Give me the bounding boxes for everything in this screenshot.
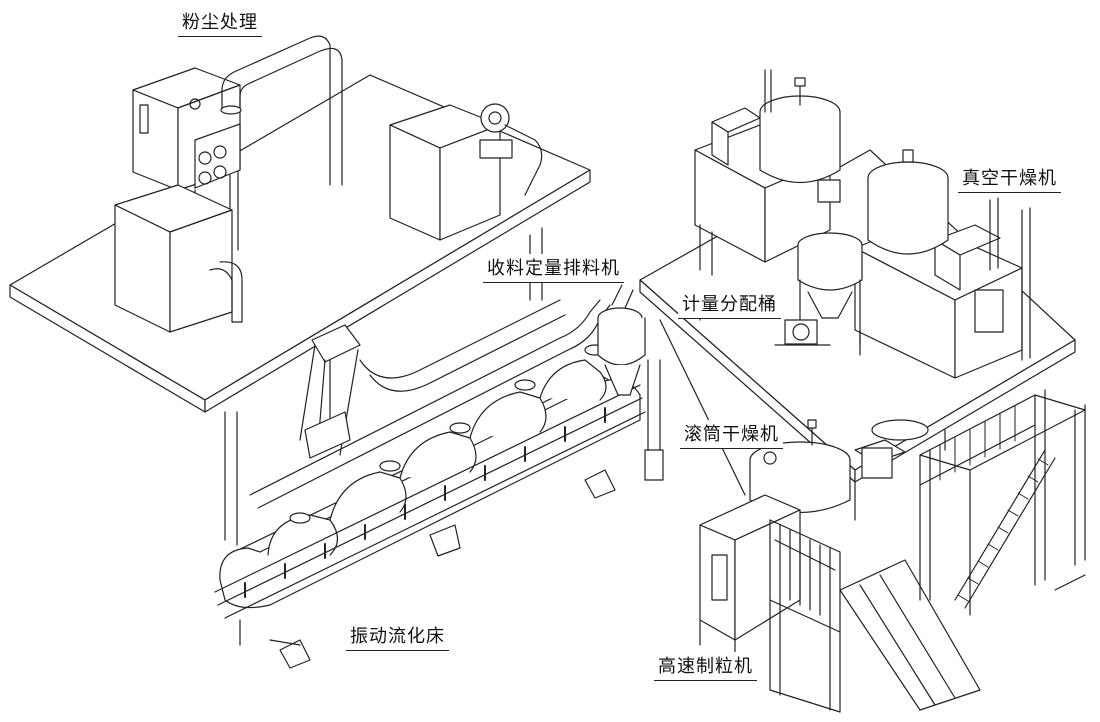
vacuum-dryer-2 — [855, 150, 1030, 378]
metering-bucket — [775, 233, 862, 345]
label-drum-dryer: 滚筒干燥机 — [680, 420, 783, 449]
label-metering-bucket: 计量分配桶 — [678, 290, 781, 319]
label-dosing-discharger: 收料定量排料机 — [483, 254, 624, 283]
label-high-speed-granulator: 高速制粒机 — [654, 652, 757, 681]
stair-tower — [920, 390, 1085, 615]
fan-cabinet — [390, 104, 542, 240]
vibrating-fluid-bed — [215, 325, 645, 668]
transfer-line — [660, 320, 745, 495]
label-vacuum-dryer: 真空干燥机 — [958, 164, 1061, 193]
hopper-box — [115, 185, 242, 332]
label-vibrating-fluid-bed: 振动流化床 — [346, 622, 449, 651]
label-dust-treatment: 粉尘处理 — [178, 8, 262, 37]
high-speed-granulator — [700, 495, 980, 710]
dosing-discharger — [598, 285, 663, 480]
dust-duct — [221, 36, 342, 185]
granulator-frame — [770, 520, 840, 712]
